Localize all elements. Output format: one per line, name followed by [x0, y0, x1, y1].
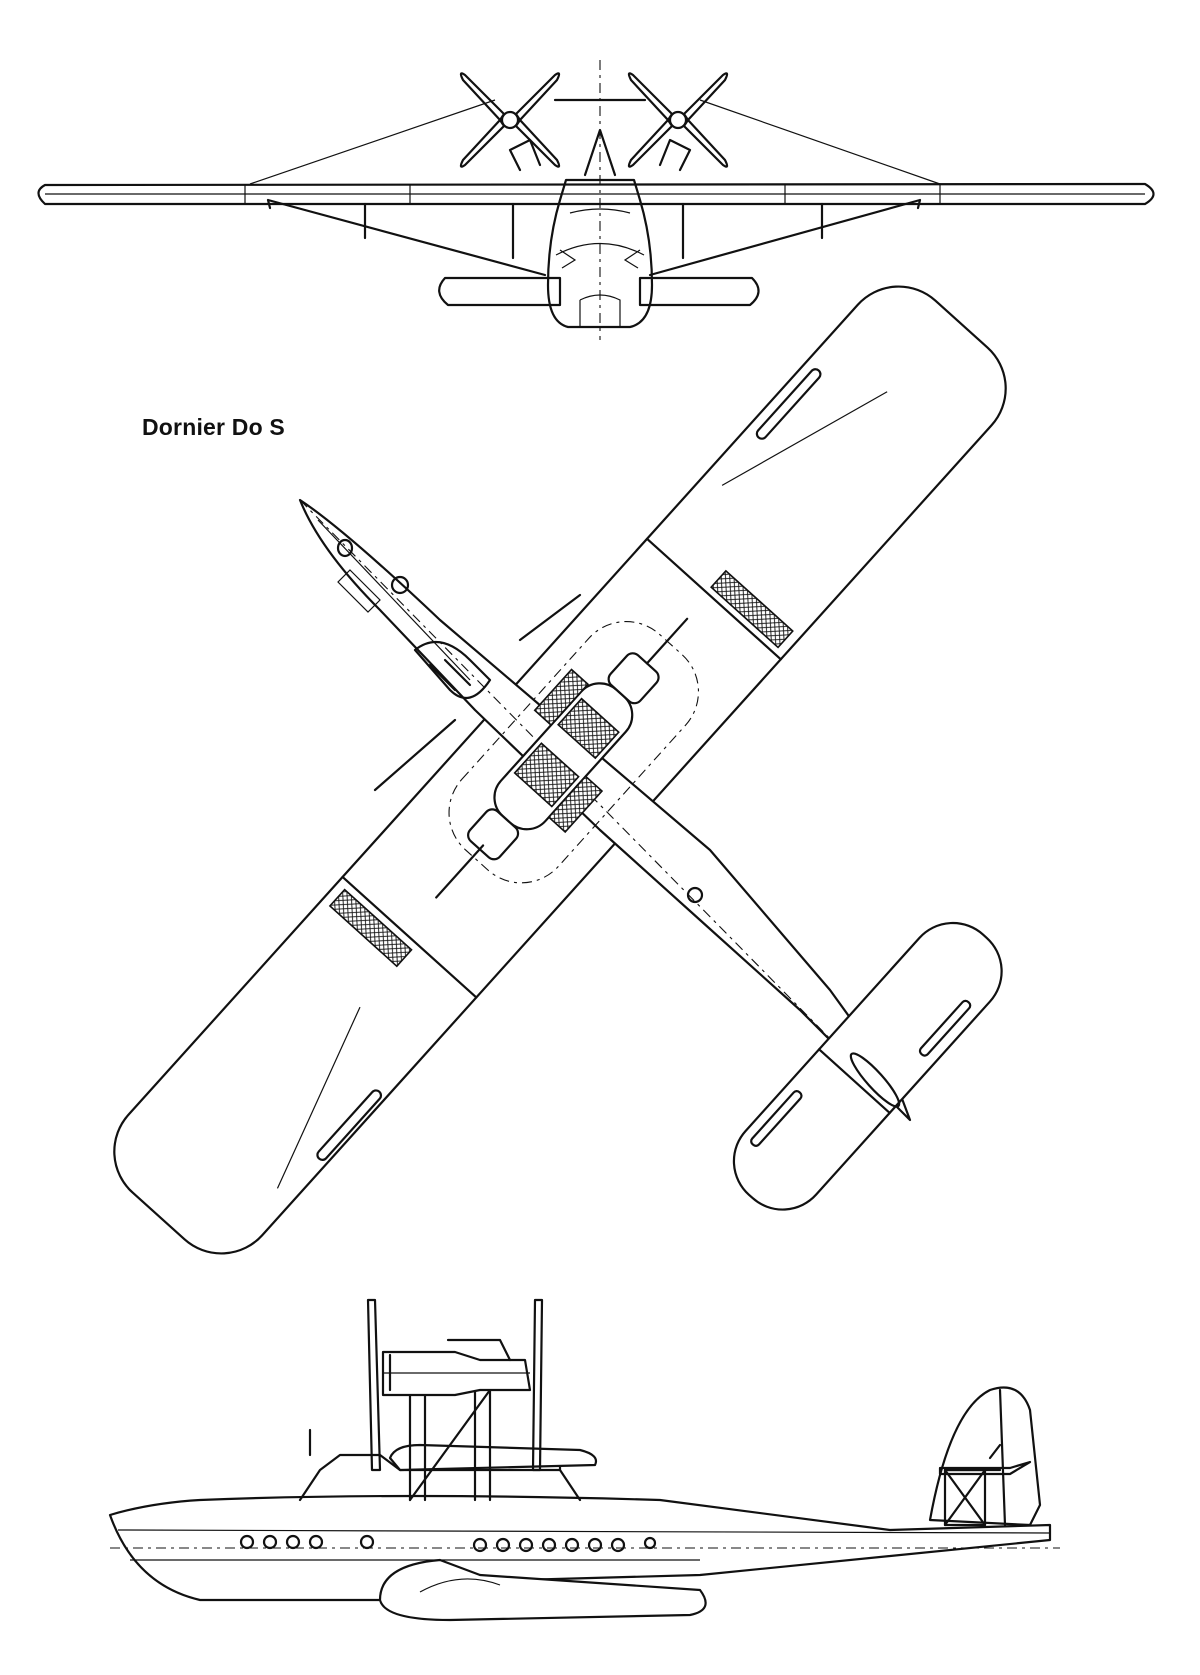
side-view [108, 1298, 1060, 1622]
aircraft-title: Dornier Do S [142, 414, 285, 440]
plan-view [113, 285, 1007, 1255]
side-propeller-rear [531, 1298, 544, 1472]
side-propeller-front [366, 1298, 382, 1472]
propeller-left [459, 72, 561, 168]
portholes [239, 1534, 657, 1553]
tailplane [732, 921, 1003, 1211]
propeller-right [627, 72, 729, 168]
tail-fin [928, 1386, 1042, 1527]
front-view [37, 60, 1155, 340]
